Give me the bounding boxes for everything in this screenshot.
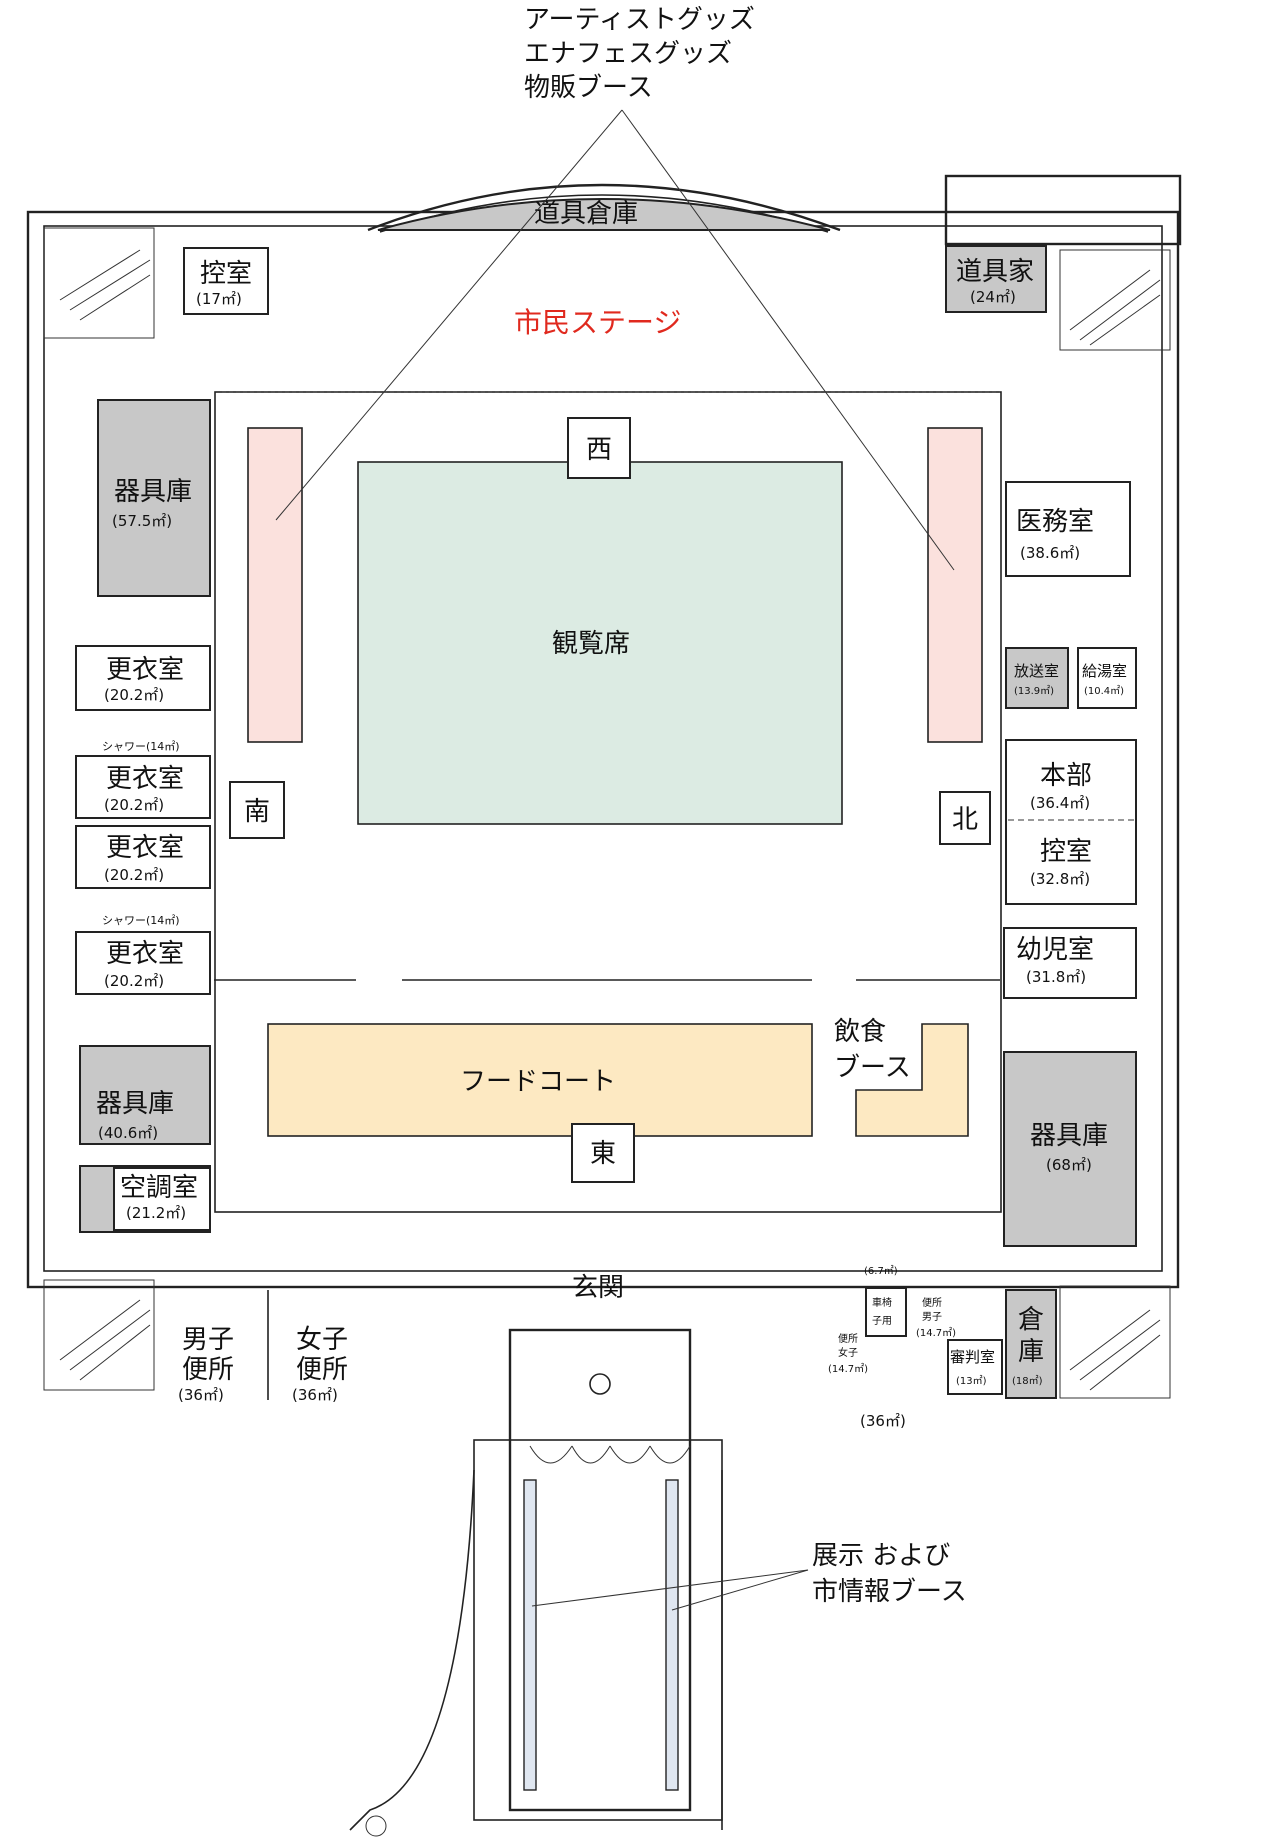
changing-1-name: 更衣室 [106,655,184,685]
control-room-top-area: (17㎡) [196,290,242,308]
food-booth-line-1: 飲食 [834,1017,886,1047]
kitchenette-area: (10.4㎡) [1084,685,1124,697]
changing-3-name: 更衣室 [106,833,184,863]
exhibit-strip-right [665,1479,679,1791]
toilet-men-small-area: (14.7㎡) [916,1327,956,1339]
right-rooms: 医務室 (38.6㎡) 放送室 (13.9㎡) 給湯室 (10.4㎡) 本部 (… [1003,481,1137,1247]
broadcast-area: (13.9㎡) [1014,685,1054,697]
storage-name-1: 倉 [1018,1305,1044,1335]
food-booth-line-2: ブース [834,1053,911,1083]
goods-line-2: エナフェスグッズ [524,39,732,69]
exhibit-line-2: 市情報ブース [812,1577,967,1607]
equipment-68-name: 器具庫 [1030,1121,1108,1151]
changing-4-name: 更衣室 [106,939,184,969]
air-con-name: 空調室 [120,1173,198,1203]
medical-area: (38.6㎡) [1020,544,1080,562]
womens-toilet-name-2: 便所 [296,1355,348,1385]
kitchenette-name: 給湯室 [1082,662,1127,680]
goods-line-1: アーティストグッズ [524,5,755,35]
direction-east: 東 [571,1123,635,1183]
wheelchair-area: (6.7㎡) [864,1265,898,1277]
tool-storage-label: 道具倉庫 [534,199,638,229]
mens-toilet-area: (36㎡) [178,1386,224,1404]
equipment-575-area: (57.5㎡) [112,512,172,530]
toilet-men-small-name-2: 男子 [922,1311,942,1323]
changing-4-area: (20.2㎡) [104,972,164,990]
direction-south: 南 [229,781,285,839]
toilets-left: 男子 便所 (36㎡) 女子 便所 (36㎡) [178,1290,348,1404]
equipment-575-name: 器具庫 [114,477,192,507]
arena-frame [214,391,1002,1213]
equipment-68-area: (68㎡) [1046,1156,1092,1174]
nursery-name: 幼児室 [1016,935,1094,965]
changing-2-area: (20.2㎡) [104,796,164,814]
nursery-area: (31.8㎡) [1026,968,1086,986]
wheelchair-name-2: 子用 [872,1315,892,1327]
toilet-group-area: (36㎡) [860,1412,906,1430]
direction-west: 西 [567,417,631,479]
air-con-area: (21.2㎡) [126,1204,186,1222]
changing-2-name: 更衣室 [106,764,184,794]
bottom-right-stair-icon [1059,1285,1171,1399]
toilet-women-small-area: (14.7㎡) [828,1363,868,1375]
changing-3-area: (20.2㎡) [104,866,164,884]
west-label: 西 [586,435,612,465]
referee-name: 審判室 [950,1348,995,1366]
toilet-men-small-name-1: 便所 [922,1296,942,1309]
womens-toilet-name-1: 女子 [296,1325,348,1355]
tool-house-area: (24㎡) [970,288,1016,306]
medical-name: 医務室 [1016,507,1094,537]
toilets-right: (6.7㎡) 車椅 子用 便所 女子 (14.7㎡) 便所 男子 (14.7㎡)… [828,1265,1171,1430]
headquarters-area: (36.4㎡) [1030,794,1090,812]
food-court-area: フードコート [267,1023,813,1137]
shower-1-label: シャワー(14㎡) [102,740,180,753]
stair-top-left-icon [43,227,155,339]
east-label: 東 [590,1139,616,1169]
food-booth-area: 飲食 ブース [834,1017,969,1137]
equipment-406-area: (40.6㎡) [98,1124,158,1142]
control-room-right-name: 控室 [1040,837,1092,867]
spectator-seats-area: 観覧席 [357,461,843,825]
spectator-seats-label: 観覧席 [552,629,630,659]
stair-top-right-icon [1059,249,1171,351]
control-room-right-area: (32.8㎡) [1030,870,1090,888]
tool-storage-area: 道具倉庫 [377,198,831,231]
womens-toilet-area: (36㎡) [292,1386,338,1404]
south-label: 南 [244,797,270,827]
shower-2-label: シャワー(14㎡) [102,914,180,927]
mens-toilet-name-2: 便所 [182,1355,234,1385]
top-right-block: 道具家 (24㎡) [945,245,1171,351]
referee-area: (13㎡) [956,1375,987,1387]
exhibit-strip-left [523,1479,537,1791]
exhibit-line-1: 展示 および [812,1541,950,1571]
pink-booth-left [247,427,303,743]
changing-1-area: (20.2㎡) [104,686,164,704]
toilet-women-small-name-2: 女子 [838,1346,858,1359]
toilet-women-small-name-1: 便所 [838,1332,858,1345]
control-room-top-name: 控室 [200,259,252,289]
wheelchair-name-1: 車椅 [872,1296,892,1309]
direction-north: 北 [939,791,991,845]
goods-line-3: 物販ブース [524,73,653,103]
tool-house-name: 道具家 [956,257,1034,287]
equipment-406-name: 器具庫 [96,1089,174,1119]
top-left-block: 控室 (17㎡) [43,227,269,339]
food-court-label: フードコート [460,1067,616,1097]
exhibit-callout: 展示 および 市情報ブース [531,1541,967,1611]
broadcast-name: 放送室 [1014,662,1059,680]
storage-area: (18㎡) [1012,1375,1043,1387]
north-label: 北 [952,805,978,835]
goods-callout: アーティストグッズ エナフェスグッズ 物販ブース [275,5,955,571]
left-rooms: 器具庫 (57.5㎡) 更衣室 (20.2㎡) シャワー(14㎡) 更衣室 (2… [75,399,211,1233]
pink-booth-right [927,427,983,743]
entrance-label: 玄関 [572,1273,624,1303]
bottom-left-stair-icon [43,1279,155,1391]
headquarters-name: 本部 [1040,761,1092,791]
entrance-passage [523,1373,691,1791]
mens-toilet-name-1: 男子 [182,1325,234,1355]
storage-name-2: 庫 [1018,1337,1044,1367]
civic-stage-label: 市民ステージ [514,306,681,339]
